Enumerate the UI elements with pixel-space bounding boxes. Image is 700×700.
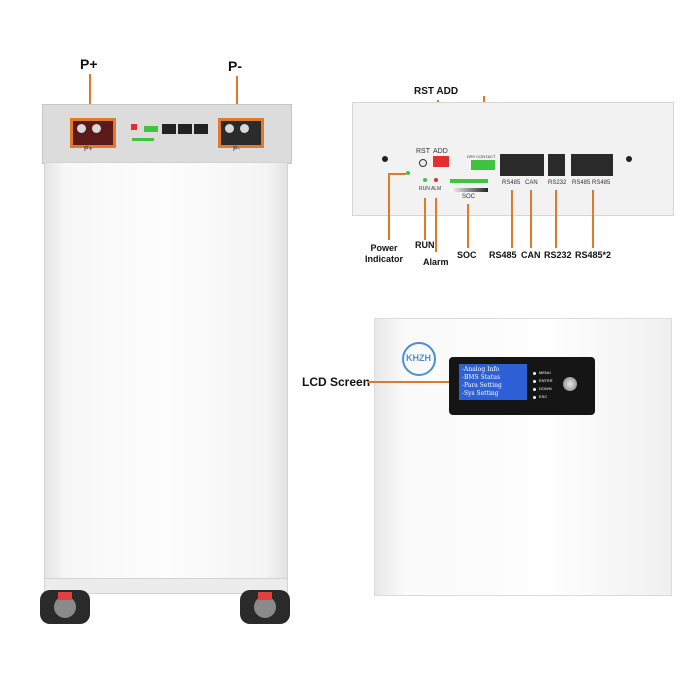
lcd-menu-line-4: -Sys Setting [462, 390, 499, 397]
rst-button [419, 159, 427, 167]
left-caster-front-hub [54, 596, 76, 618]
power-indicator-line [388, 173, 390, 240]
panel-rs485-text: RS485 [502, 180, 521, 186]
lcd-button-down-label: DOWN [539, 386, 552, 391]
lcd-button-menu-label: MENU [539, 370, 551, 375]
power-led [406, 171, 410, 175]
mini-port-3 [194, 124, 208, 134]
positive-terminal-screw-2 [92, 124, 101, 133]
power-indicator-line-h [388, 173, 406, 175]
negative-terminal-screw-2 [240, 124, 249, 133]
negative-callout-line [236, 76, 238, 118]
positive-terminal-block [70, 118, 116, 148]
rs485-callout: RS485 [489, 250, 517, 260]
panel-negative-text: P- [233, 146, 240, 153]
right-caster-front-hub [254, 596, 276, 618]
alarm-callout: Alarm [423, 257, 449, 267]
panel-rs485-a-text: RS485 [572, 180, 591, 186]
lcd-menu-line-3: -Para Setting [462, 382, 502, 389]
panel-mount-hole-right [626, 156, 632, 162]
lcd-menu-line-1: -Analog Info [462, 366, 500, 373]
rs232-port [548, 154, 565, 176]
add-dip-switch [433, 156, 449, 167]
mini-red-switch [131, 124, 137, 130]
rs485x2-callout: RS485*2 [575, 250, 612, 260]
panel-can-text: CAN [525, 180, 538, 186]
panel-soc-text: SOC [462, 194, 476, 200]
lcd-button-dot-down [533, 388, 536, 391]
panel-rs485-b-text: RS485 [592, 180, 611, 186]
lcd-button-enter-label: ENTER [539, 378, 553, 383]
rs485-port [500, 154, 544, 176]
panel-rs232-text: RS232 [548, 180, 567, 186]
negative-terminal-block [218, 118, 264, 148]
right-caster-front-brake [258, 592, 272, 600]
alarm-led [434, 178, 438, 182]
alarm-line [435, 198, 437, 252]
panel-add-text: ADD [433, 148, 448, 155]
brand-logo-text: KHZH [406, 353, 431, 363]
mini-led-row [132, 138, 154, 141]
soc-line [467, 204, 469, 248]
negative-terminal-screw-1 [225, 124, 234, 133]
can-line [530, 190, 532, 248]
mini-port-1 [162, 124, 176, 134]
lcd-display: -Analog Info -BMS Status -Para Setting -… [459, 364, 527, 400]
mini-port-2 [178, 124, 192, 134]
can-callout: CAN [521, 250, 541, 260]
panel-dry-contact-text: DRY CONTACT [467, 154, 496, 159]
lcd-screen-callout: LCD Screen [302, 375, 371, 389]
panel-run-alm-text: RUN ALM [419, 186, 442, 192]
rs232-line [555, 190, 557, 248]
lcd-button-esc-label: ESC [539, 394, 548, 399]
negative-terminal-callout: P- [228, 58, 242, 74]
positive-terminal-screw-1 [77, 124, 86, 133]
rs485x2-line [592, 190, 594, 248]
soc-callout: SOC [457, 250, 477, 260]
run-callout: RUN [415, 240, 435, 250]
run-line [424, 198, 426, 240]
panel-positive-text: P+ [84, 146, 93, 153]
left-cabinet-base [44, 578, 288, 594]
rs485-dual-port [571, 154, 613, 176]
power-button [563, 377, 577, 391]
lcd-screen-callout-line [368, 381, 462, 383]
lcd-menu-line-2: -BMS Status [462, 374, 501, 381]
dry-contact-connector [471, 160, 495, 170]
rs232-callout: RS232 [544, 250, 572, 260]
panel-mount-hole-left [382, 156, 388, 162]
lcd-button-dot-enter [533, 380, 536, 383]
lcd-button-dot-esc [533, 396, 536, 399]
rs485-line [511, 190, 513, 248]
panel-rst-text: RST [416, 148, 430, 155]
soc-bar [450, 188, 488, 192]
run-led [423, 178, 427, 182]
left-caster-front-brake [58, 592, 72, 600]
positive-terminal-callout: P+ [80, 56, 98, 72]
rst-add-callout: RST ADD [414, 86, 459, 97]
positive-callout-line [89, 74, 91, 118]
brand-logo-ring [402, 342, 436, 376]
power-indicator-callout: Power Indicator [364, 243, 403, 264]
lcd-button-dot-menu [533, 372, 536, 375]
mini-green-connector [144, 126, 158, 132]
soc-led-row [450, 179, 488, 183]
left-cabinet-body [44, 162, 288, 586]
